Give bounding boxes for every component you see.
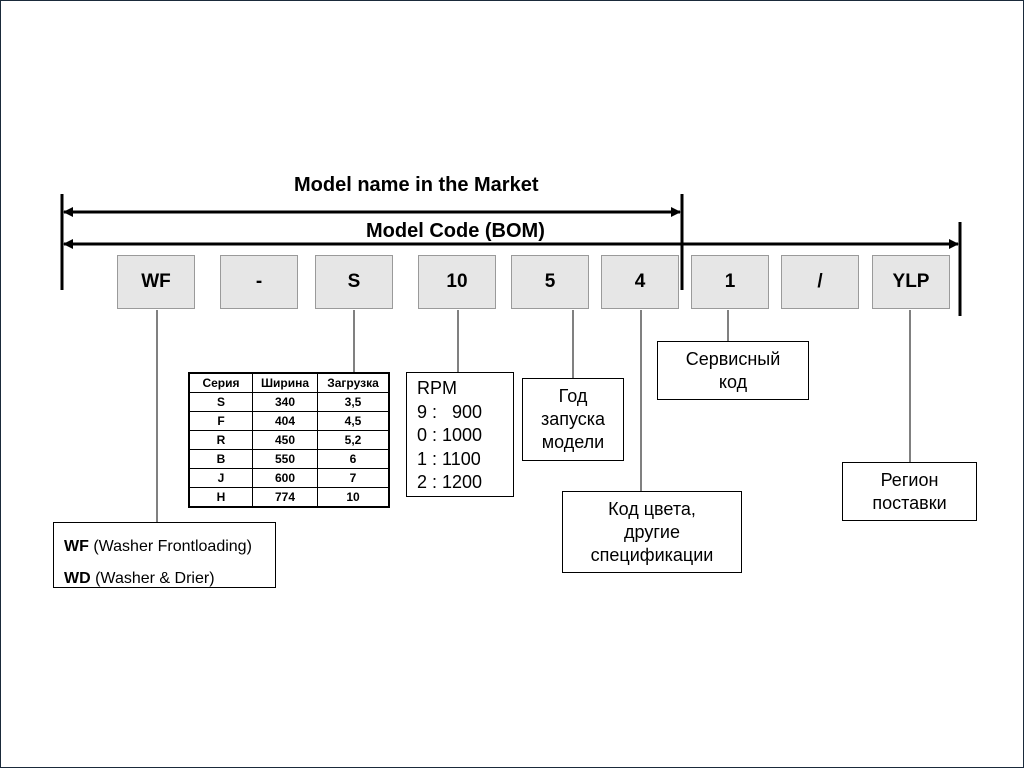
series-table: Серия Ширина Загрузка S 340 3,5 F 404 4,… bbox=[188, 372, 390, 508]
wd-description: (Washer & Drier) bbox=[90, 570, 215, 587]
color-box-line: Код цвета, bbox=[608, 498, 696, 519]
table-cell: 340 bbox=[252, 392, 318, 412]
color-box-line: спецификации bbox=[590, 544, 714, 565]
segment-rpm: 10 bbox=[418, 255, 496, 309]
table-header: Серия bbox=[188, 372, 253, 393]
year-box: Год запуска модели bbox=[522, 378, 624, 461]
rpm-box: RPM 9 : 900 0 : 1000 1 : 1100 2 : 1200 bbox=[406, 372, 514, 497]
segment-year: 5 bbox=[511, 255, 589, 309]
table-cell: 600 bbox=[252, 468, 318, 488]
table-header-row: Серия Ширина Загрузка bbox=[188, 372, 390, 393]
table-cell: 774 bbox=[252, 487, 318, 508]
rpm-line: 0 : 1000 bbox=[417, 425, 483, 445]
rpm-title: RPM bbox=[417, 378, 457, 398]
region-box: Регион поставки bbox=[842, 462, 977, 521]
table-cell: 4,5 bbox=[317, 411, 390, 431]
year-box-line: Год bbox=[558, 386, 588, 406]
table-cell: 5,2 bbox=[317, 430, 390, 450]
table-row: J 600 7 bbox=[188, 468, 390, 488]
table-cell: 550 bbox=[252, 449, 318, 469]
region-box-line: поставки bbox=[872, 492, 947, 513]
color-box-line: другие bbox=[624, 521, 680, 542]
table-row: S 340 3,5 bbox=[188, 392, 390, 412]
segment-series: S bbox=[315, 255, 393, 309]
wd-code: WD bbox=[64, 570, 91, 587]
segment-service: 1 bbox=[691, 255, 769, 309]
wf-description: (Washer Frontloading) bbox=[88, 538, 252, 555]
service-box-line: Сервисный bbox=[685, 348, 781, 369]
table-cell: R bbox=[188, 430, 253, 450]
washer-type-box: WF (Washer Frontloading) WD (Washer & Dr… bbox=[53, 522, 276, 588]
table-cell: 3,5 bbox=[317, 392, 390, 412]
year-box-line: запуска bbox=[540, 409, 606, 429]
segment-color: 4 bbox=[601, 255, 679, 309]
table-header: Ширина bbox=[252, 372, 318, 393]
table-row: B 550 6 bbox=[188, 449, 390, 469]
service-box: Сервисный код bbox=[657, 341, 809, 400]
segment-slash: / bbox=[781, 255, 859, 309]
rpm-line: 9 : 900 bbox=[417, 401, 483, 422]
market-title: Model name in the Market bbox=[294, 174, 539, 196]
table-cell: F bbox=[188, 411, 253, 431]
table-cell: B bbox=[188, 449, 253, 469]
color-box: Код цвета, другие спецификации bbox=[562, 491, 742, 573]
table-cell: 404 bbox=[252, 411, 318, 431]
service-box-line: код bbox=[718, 371, 748, 392]
table-row: R 450 5,2 bbox=[188, 430, 390, 450]
table-header: Загрузка bbox=[317, 372, 390, 393]
table-cell: 7 bbox=[317, 468, 390, 488]
table-row: H 774 10 bbox=[188, 487, 390, 508]
rpm-line: 1 : 1100 bbox=[417, 448, 481, 469]
year-box-line: модели bbox=[541, 432, 605, 452]
segment-dash: - bbox=[220, 255, 298, 309]
table-cell: S bbox=[188, 392, 253, 412]
region-box-line: Регион bbox=[880, 469, 939, 490]
table-cell: 10 bbox=[317, 487, 390, 508]
bom-title: Model Code (BOM) bbox=[366, 220, 545, 242]
table-cell: H bbox=[188, 487, 253, 508]
segment-region: YLP bbox=[872, 255, 950, 309]
segment-wf: WF bbox=[117, 255, 195, 309]
table-cell: 450 bbox=[252, 430, 318, 450]
rpm-line: 2 : 1200 bbox=[417, 472, 483, 492]
washer-wf-line: WF (Washer Frontloading) bbox=[64, 531, 275, 563]
table-cell: 6 bbox=[317, 449, 390, 469]
table-cell: J bbox=[188, 468, 253, 488]
table-row: F 404 4,5 bbox=[188, 411, 390, 431]
washer-wd-line: WD (Washer & Drier) bbox=[64, 563, 275, 595]
wf-code: WF bbox=[64, 538, 89, 555]
